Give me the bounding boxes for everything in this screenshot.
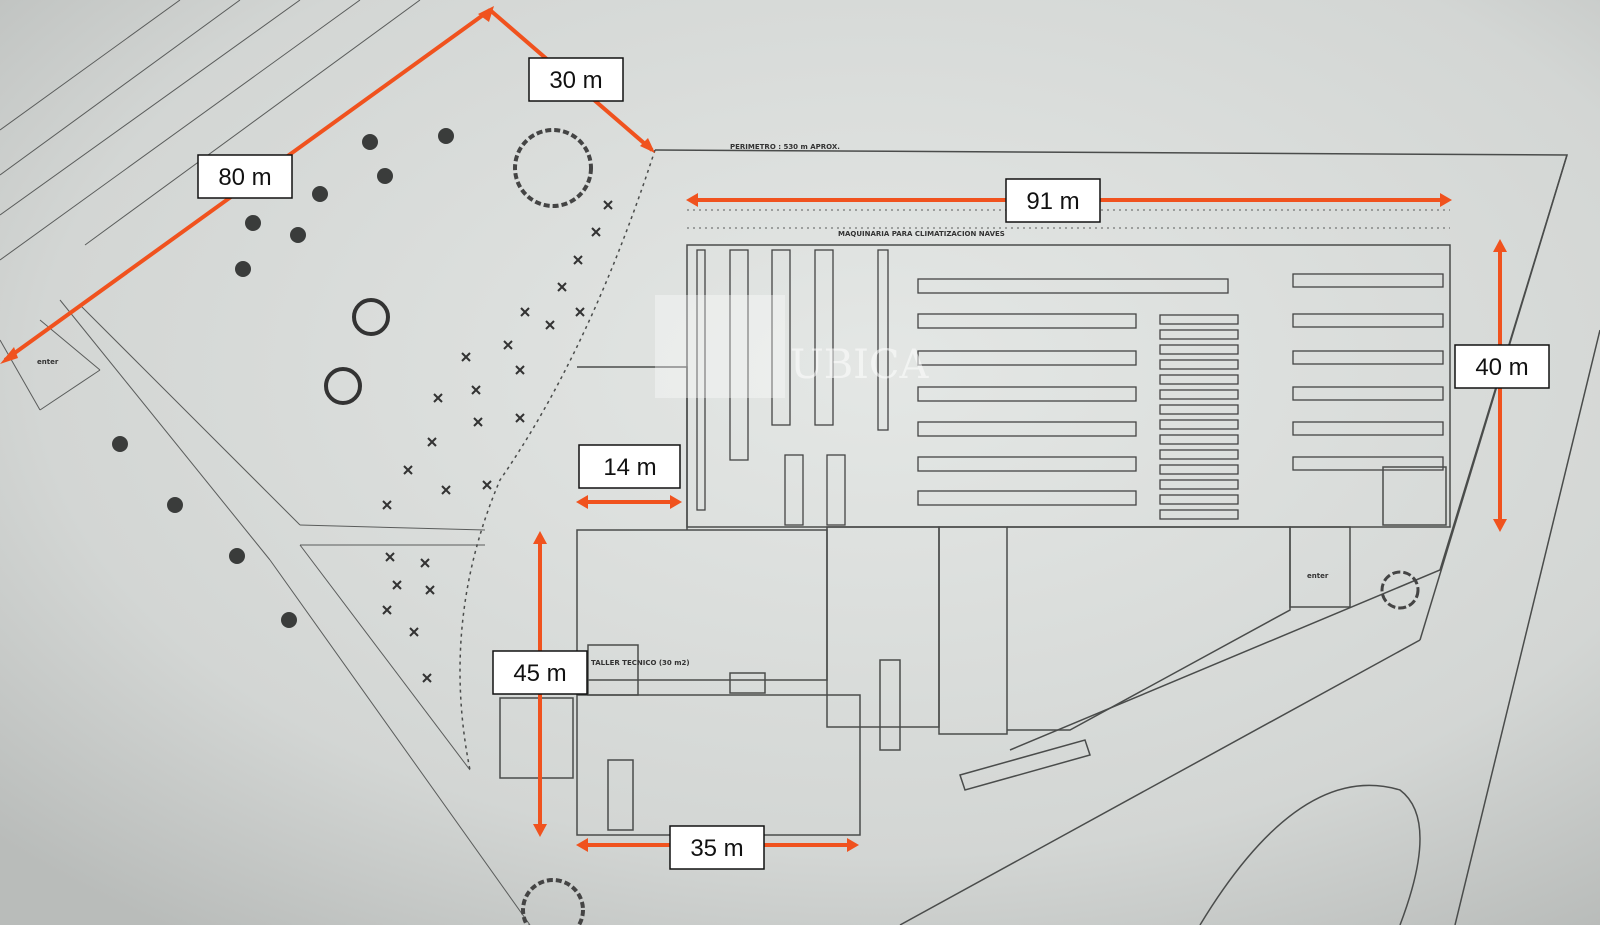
shrub-marker [573,255,583,265]
dim-label: 80 m [218,164,271,191]
storage-rack [814,249,834,426]
storage-rack [917,490,1137,506]
shrub-marker [503,340,513,350]
storage-rack [917,386,1137,402]
shrub-marker [403,465,413,475]
storage-rack [696,249,706,511]
trees [112,128,1420,925]
entrance-label-left: enter [37,358,59,366]
storage-rack [1159,494,1239,505]
shrub-marker [591,227,601,237]
shrub-marker [461,352,471,362]
watermark-logo: UBICA [655,295,930,398]
dim-91m: 91 m [1005,178,1101,223]
storage-rack [1292,273,1444,288]
storage-rack [917,421,1137,437]
storage-rack [1292,350,1444,365]
shrub-marker [520,307,530,317]
perimeter-note: PERIMETRO : 530 m APROX. [730,143,840,151]
dim-label: 14 m [603,454,656,481]
dim-14m: 14 m [578,444,681,489]
storage-rack [1159,359,1239,370]
storage-rack [1159,509,1239,520]
dim-label: 91 m [1026,188,1079,215]
workshop-label: TALLER TECNICO (30 m2) [591,659,690,667]
shrub-marker [603,200,613,210]
dim-label: 40 m [1475,354,1528,381]
storage-rack [1292,421,1444,436]
shrub-marker [420,558,430,568]
dim-30m: 30 m [528,57,624,102]
storage-rack [1159,464,1239,475]
storage-rack [1292,456,1444,471]
dim-label: 30 m [549,67,602,94]
dim-35m: 35 m [669,825,765,870]
watermark-text: UBICA [790,342,930,388]
shrub-marker [382,500,392,510]
shrub-marker [482,480,492,490]
shrub-marker [545,320,555,330]
storage-rack [784,454,804,526]
storage-rack [917,278,1229,294]
storage-rack [917,456,1137,472]
storage-rack [917,350,1137,366]
shrubs [382,200,613,683]
storage-rack [1292,386,1444,401]
dim-80m: 80 m [197,154,293,199]
dim-40m: 40 m [1454,344,1550,389]
shrub-marker [473,417,483,427]
storage-rack [1159,419,1239,430]
dim-45m: 45 m [492,650,588,695]
storage-rack [877,249,889,431]
hvac-label: MAQUINARIA PARA CLIMATIZACION NAVES [838,230,1005,238]
storage-rack [917,313,1137,329]
shrub-marker [422,673,432,683]
entrance-label-right: enter [1307,572,1329,580]
shrub-marker [382,605,392,615]
storage-rack [1159,329,1239,340]
storage-rack [1159,314,1239,325]
shrub-marker [575,307,585,317]
storage-rack [1159,449,1239,460]
storage-rack [771,249,791,426]
main-warehouse [686,209,1451,528]
shrub-marker [409,627,419,637]
storage-rack [826,454,846,526]
storage-rack [1159,374,1239,385]
storage-rack [1159,479,1239,490]
dim-label: 45 m [513,660,566,687]
shrub-marker [425,585,435,595]
dim-label: 35 m [690,835,743,862]
shrub-marker [515,365,525,375]
shrub-marker [557,282,567,292]
storage-rack [1292,313,1444,328]
shrub-marker [515,413,525,423]
storage-rack [1159,344,1239,355]
shrub-marker [441,485,451,495]
storage-rack [1159,404,1239,415]
shrub-marker [385,552,395,562]
shrub-marker [392,580,402,590]
lower-buildings [499,366,1351,836]
shrub-marker [427,437,437,447]
storage-rack [729,249,749,461]
road-lines [0,0,531,925]
shrub-marker [471,385,481,395]
storage-rack [1159,389,1239,400]
storage-rack [1159,434,1239,445]
shrub-marker [433,393,443,403]
